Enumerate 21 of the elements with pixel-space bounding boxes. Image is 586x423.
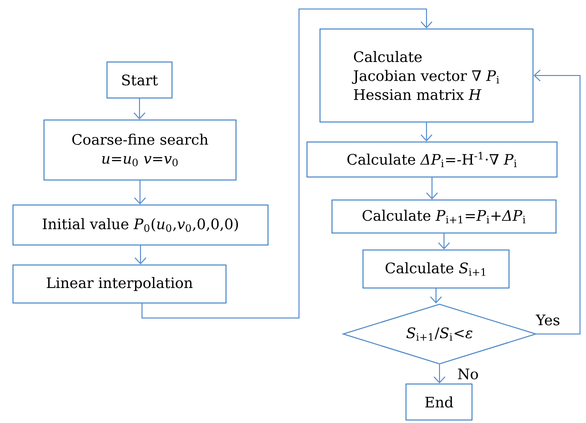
arrow — [142, 8, 432, 318]
process-box: Calculate ΔP$_{i}$=-H$^{-1}$·∇ P$_{i}$ — [306, 142, 558, 178]
arrow — [134, 245, 146, 264]
arrow — [134, 98, 146, 120]
process-box: End — [406, 384, 472, 420]
arrow — [420, 122, 432, 142]
process-box: Linear interpolation — [12, 264, 226, 304]
arrow — [134, 180, 146, 204]
edge-label: Yes — [534, 314, 562, 326]
process-box: Initial value P$_{0}$(u$_{0}$,v$_{0}$,0,0,0) — [12, 204, 268, 246]
arrow — [534, 70, 580, 334]
process-box: Calculate Jacobian vector ∇ P$_{i}$ Hessian matrix H — [320, 28, 534, 122]
arrow — [426, 177, 438, 200]
arrow — [434, 364, 446, 384]
arrow — [430, 288, 442, 304]
process-box: Coarse-fine search u=u$_{0}$ v=v$_{0}$ — [44, 120, 236, 180]
edge-label: No — [456, 368, 480, 380]
arrow — [438, 233, 450, 250]
process-box: Start — [106, 62, 172, 98]
process-box: Calculate P$_{i+1}$=P$_{i}$+ΔP$_{i}$ — [332, 200, 556, 234]
process-box: Calculate S$_{i+1}$ — [362, 250, 510, 288]
